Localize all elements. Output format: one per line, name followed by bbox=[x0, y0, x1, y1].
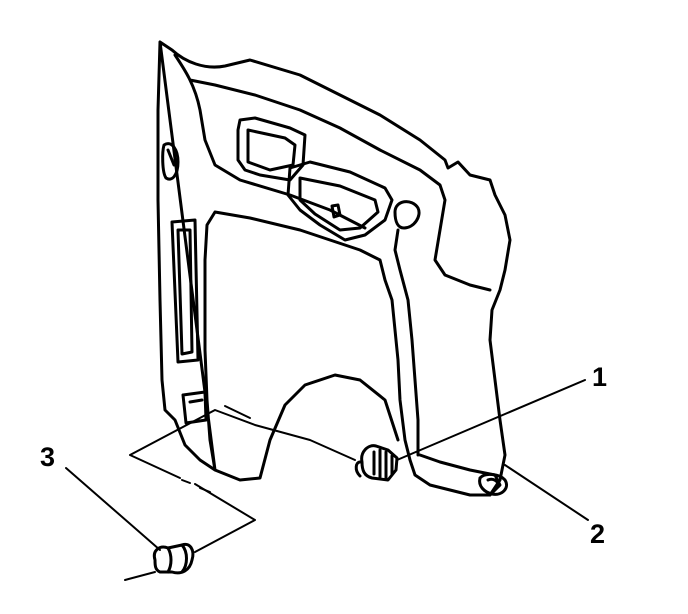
callout-3: 3 bbox=[40, 442, 55, 472]
leader-line-1 bbox=[396, 379, 586, 461]
upper-pocket bbox=[236, 116, 307, 182]
lower-opening bbox=[181, 390, 208, 425]
fastener-1 bbox=[354, 444, 399, 482]
guide-lines bbox=[124, 409, 356, 581]
trim-panel-outline bbox=[156, 40, 512, 497]
guide-dashes bbox=[181, 405, 251, 493]
leader-line-3 bbox=[65, 467, 161, 551]
knob bbox=[393, 200, 421, 457]
retainer-clip-2 bbox=[478, 472, 508, 496]
handle-recess bbox=[286, 160, 394, 242]
side-vent bbox=[161, 142, 180, 181]
fastener-3 bbox=[152, 542, 195, 575]
left-recess bbox=[170, 218, 200, 364]
callout-1: 1 bbox=[592, 362, 607, 392]
callout-2: 2 bbox=[590, 519, 605, 549]
top-ridge bbox=[173, 53, 492, 292]
leader-line-2 bbox=[504, 464, 589, 521]
